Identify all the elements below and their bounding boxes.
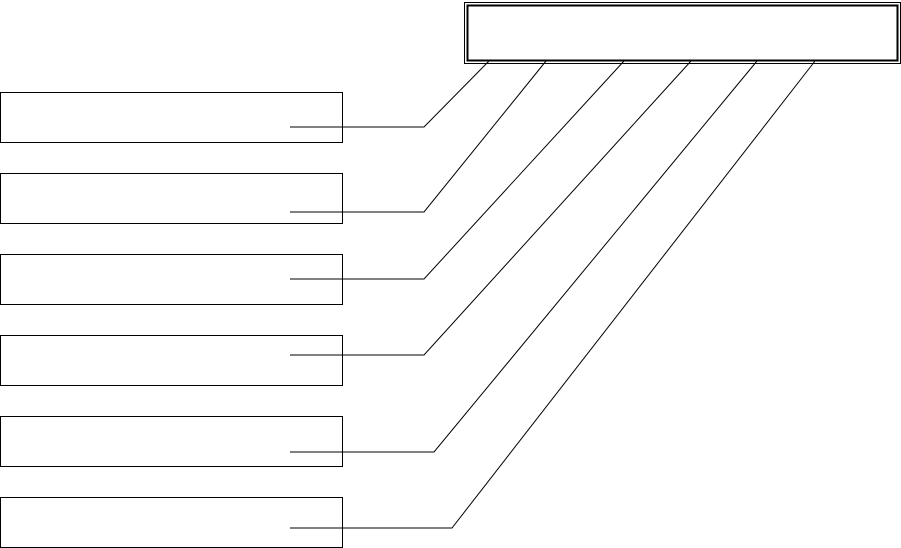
connector-line-6 [290,60,816,529]
item-box-1 [0,92,343,143]
header-box [464,2,901,64]
item-box-5 [0,416,343,467]
connector-line-4 [290,60,692,356]
item-box-2 [0,173,343,224]
item-box-6 [0,497,343,548]
connector-line-1 [290,60,490,128]
item-box-2-frame [0,173,343,224]
connector-line-2 [290,60,547,213]
connector-line-3 [290,60,625,280]
item-box-4-frame [0,335,343,386]
item-box-4 [0,335,343,386]
item-box-1-frame [0,92,343,143]
header-box-inner [466,4,899,62]
header-box-outer [464,2,901,64]
connector-line-5 [290,60,758,453]
item-box-5-frame [0,416,343,467]
item-box-6-frame [0,497,343,548]
